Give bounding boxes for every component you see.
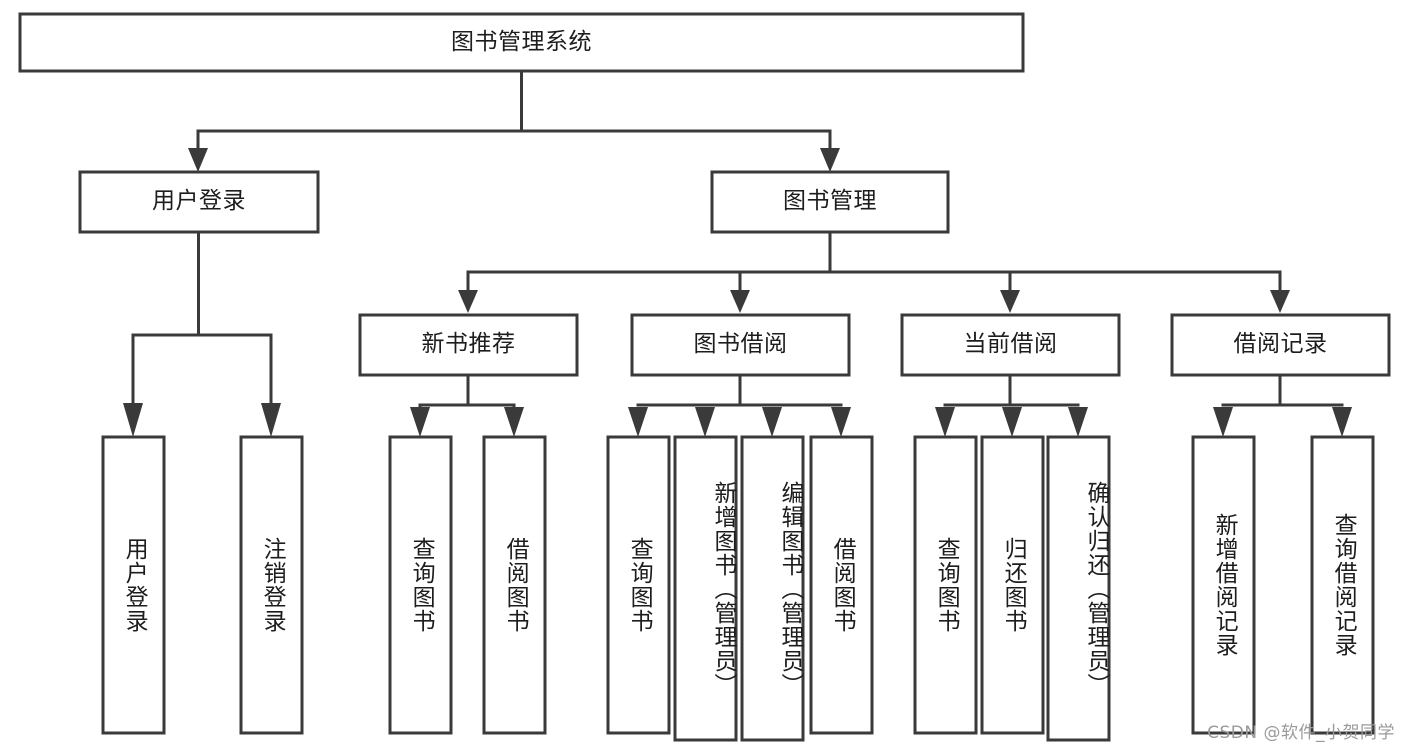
arrow-head-leaf-query-record — [1332, 407, 1352, 437]
arrow-head-leaf-query-book-2 — [628, 407, 648, 437]
arrow-head-borrow-record — [1270, 290, 1290, 313]
arrow-head-leaf-borrow-book-1 — [504, 407, 524, 437]
node-leaf-user-login-box[interactable] — [101, 435, 166, 735]
node-root-box[interactable] — [18, 12, 1025, 73]
arrow-head-current-borrow — [1000, 290, 1020, 313]
arrow-head-user-login — [188, 148, 208, 172]
arrow-head-leaf-add-book — [695, 407, 715, 437]
arrow-head-book-manage — [820, 148, 840, 172]
node-leaf-edit-book-box[interactable] — [740, 435, 805, 742]
arrow-head-leaf-borrow-book-2 — [831, 407, 851, 437]
node-leaf-query-book-3-box[interactable] — [913, 435, 978, 735]
node-leaf-add-book-box[interactable] — [673, 435, 738, 742]
node-current-borrow-box[interactable] — [900, 313, 1121, 377]
arrow-head-leaf-confirm-return — [1068, 407, 1088, 437]
arrow-head-new-book-recommend — [458, 290, 478, 313]
node-leaf-borrow-book-1-box[interactable] — [482, 435, 547, 735]
node-user-login-box[interactable] — [78, 170, 320, 234]
node-leaf-query-record-box[interactable] — [1310, 435, 1375, 735]
node-leaf-confirm-return-box[interactable] — [1046, 435, 1111, 742]
arrow-head-leaf-edit-book — [762, 407, 782, 437]
arrow-head-leaf-user-logout — [261, 403, 281, 437]
arrow-head-book-borrow — [730, 290, 750, 313]
arrow-head-leaf-return-book — [1002, 407, 1022, 437]
arrow-head-leaf-query-book-1 — [410, 407, 430, 437]
arrow-head-leaf-add-record — [1213, 407, 1233, 437]
arrow-head-leaf-user-login — [123, 403, 143, 437]
node-borrow-record-box[interactable] — [1170, 313, 1391, 377]
arrow-head-leaf-query-book-3 — [935, 407, 955, 437]
node-leaf-query-book-2-box[interactable] — [606, 435, 671, 735]
node-leaf-return-book-box[interactable] — [980, 435, 1045, 735]
node-new-book-recommend-box[interactable] — [358, 313, 579, 377]
node-book-manage-box[interactable] — [710, 170, 950, 234]
node-leaf-user-logout-box[interactable] — [239, 435, 304, 735]
node-leaf-query-book-1-box[interactable] — [388, 435, 453, 735]
node-book-borrow-box[interactable] — [630, 313, 851, 377]
node-leaf-borrow-book-2-box[interactable] — [809, 435, 874, 735]
node-leaf-add-record-box[interactable] — [1191, 435, 1256, 735]
